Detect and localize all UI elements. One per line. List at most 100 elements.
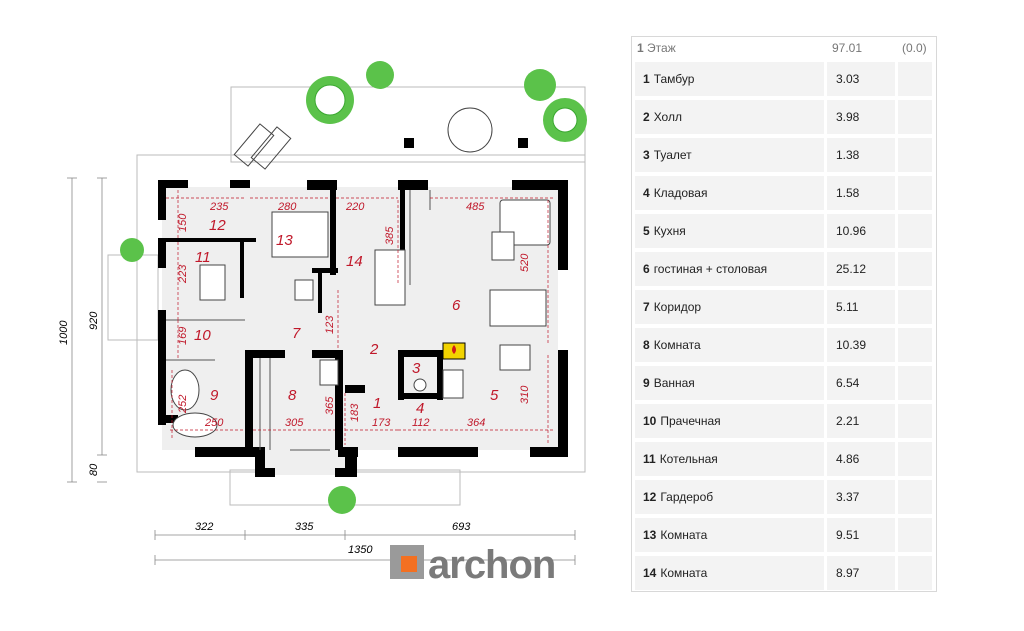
room-number: 11 xyxy=(643,452,656,466)
room-number-label: 2 xyxy=(369,341,379,358)
room-name: Тамбур xyxy=(653,72,695,86)
room-number: 10 xyxy=(643,414,657,428)
room-name: Кладовая xyxy=(653,186,708,200)
archon-logo: archon xyxy=(390,543,556,587)
dimension-label: 280 xyxy=(277,201,297,213)
room-area-cell: 25.12 xyxy=(827,252,895,286)
room-number-label: 9 xyxy=(210,387,219,404)
room-name: Прачечная xyxy=(660,414,721,428)
room-name: Комната xyxy=(660,528,708,542)
furniture xyxy=(170,107,551,438)
dimension-label: 169 xyxy=(177,327,189,345)
dimension-label: 520 xyxy=(519,253,531,272)
room-number: 1 xyxy=(643,72,650,86)
dimension-label: 80 xyxy=(88,463,100,476)
room-name: Котельная xyxy=(659,452,718,466)
room-number: 6 xyxy=(643,262,650,276)
room-name: Гардероб xyxy=(660,490,714,504)
room-area-cell: 6.54 xyxy=(827,366,895,400)
room-extra-cell xyxy=(898,252,932,286)
dimension-label: 364 xyxy=(467,417,485,429)
dimension-label: 183 xyxy=(349,403,361,422)
tree-icon xyxy=(120,61,587,514)
room-number: 8 xyxy=(643,338,650,352)
room-area-cell: 3.03 xyxy=(827,62,895,96)
dimension-label: 223 xyxy=(177,264,189,284)
room-number-label: 10 xyxy=(194,327,211,344)
floor-plan-drawing: 12 13 14 11 6 10 7 2 3 9 8 5 1 4 235 280… xyxy=(58,61,587,587)
dimension-label: 322 xyxy=(195,521,213,533)
room-extra-cell xyxy=(898,62,932,96)
room-number-labels: 12 13 14 11 6 10 7 2 3 9 8 5 1 4 xyxy=(194,217,499,417)
room-number-label: 5 xyxy=(490,387,499,404)
sunlounger-icon xyxy=(233,123,292,170)
room-extra-cell xyxy=(898,176,932,210)
room-number: 12 xyxy=(643,490,657,504)
dimension-label: 310 xyxy=(519,385,531,404)
room-number-label: 8 xyxy=(288,387,297,404)
dimension-label: 1350 xyxy=(348,544,373,556)
room-number: 13 xyxy=(643,528,657,542)
room-area-cell: 10.96 xyxy=(827,214,895,248)
dimension-label: 485 xyxy=(466,201,485,213)
room-number: 5 xyxy=(643,224,650,238)
room-extra-cell xyxy=(898,442,932,476)
floor-plan: 12 13 14 11 6 10 7 2 3 9 8 5 1 4 235 280… xyxy=(58,61,587,587)
room-number-label: 1 xyxy=(373,395,381,412)
dimension-label: 123 xyxy=(324,315,336,334)
room-extra-cell xyxy=(898,138,932,172)
floor-extra-area: (0.0) xyxy=(902,40,927,55)
room-name: Комната xyxy=(653,338,701,352)
dimension-label: 1000 xyxy=(58,320,70,345)
room-area-cell: 4.86 xyxy=(827,442,895,476)
dimension-label: 385 xyxy=(384,226,396,245)
dimension-label: 250 xyxy=(204,417,224,429)
room-number: 9 xyxy=(643,376,650,390)
room-number: 4 xyxy=(643,186,650,200)
room-number-label: 4 xyxy=(416,400,424,417)
floor-title: 1 Этаж xyxy=(637,40,676,55)
room-name: Холл xyxy=(653,110,682,124)
room-number-label: 7 xyxy=(292,325,301,342)
table-header: 1 Этаж 97.01 (0.0) xyxy=(635,37,933,58)
room-area-cell: 10.39 xyxy=(827,328,895,362)
room-number-label: 14 xyxy=(346,253,363,270)
dimension-label: 173 xyxy=(372,417,391,429)
room-area-cell: 5.11 xyxy=(827,290,895,324)
dimension-label: 305 xyxy=(285,417,304,429)
inner-dimension-labels: 235 280 220 485 150 385 223 520 169 123 … xyxy=(177,201,531,429)
room-area-cell: 9.51 xyxy=(827,518,895,552)
room-name: Коридор xyxy=(653,300,702,314)
room-extra-cell xyxy=(898,518,932,552)
room-number: 2 xyxy=(643,110,650,124)
room-number: 7 xyxy=(643,300,650,314)
room-extra-cell xyxy=(898,214,932,248)
room-extra-cell xyxy=(898,556,932,590)
walls xyxy=(158,180,568,477)
floor-total-area: 97.01 xyxy=(832,40,863,55)
room-name: Комната xyxy=(660,566,708,580)
room-name: гостиная + столовая xyxy=(653,262,768,276)
room-extra-cell xyxy=(898,100,932,134)
room-area-cell: 2.21 xyxy=(827,404,895,438)
room-name: Туалет xyxy=(653,148,692,162)
